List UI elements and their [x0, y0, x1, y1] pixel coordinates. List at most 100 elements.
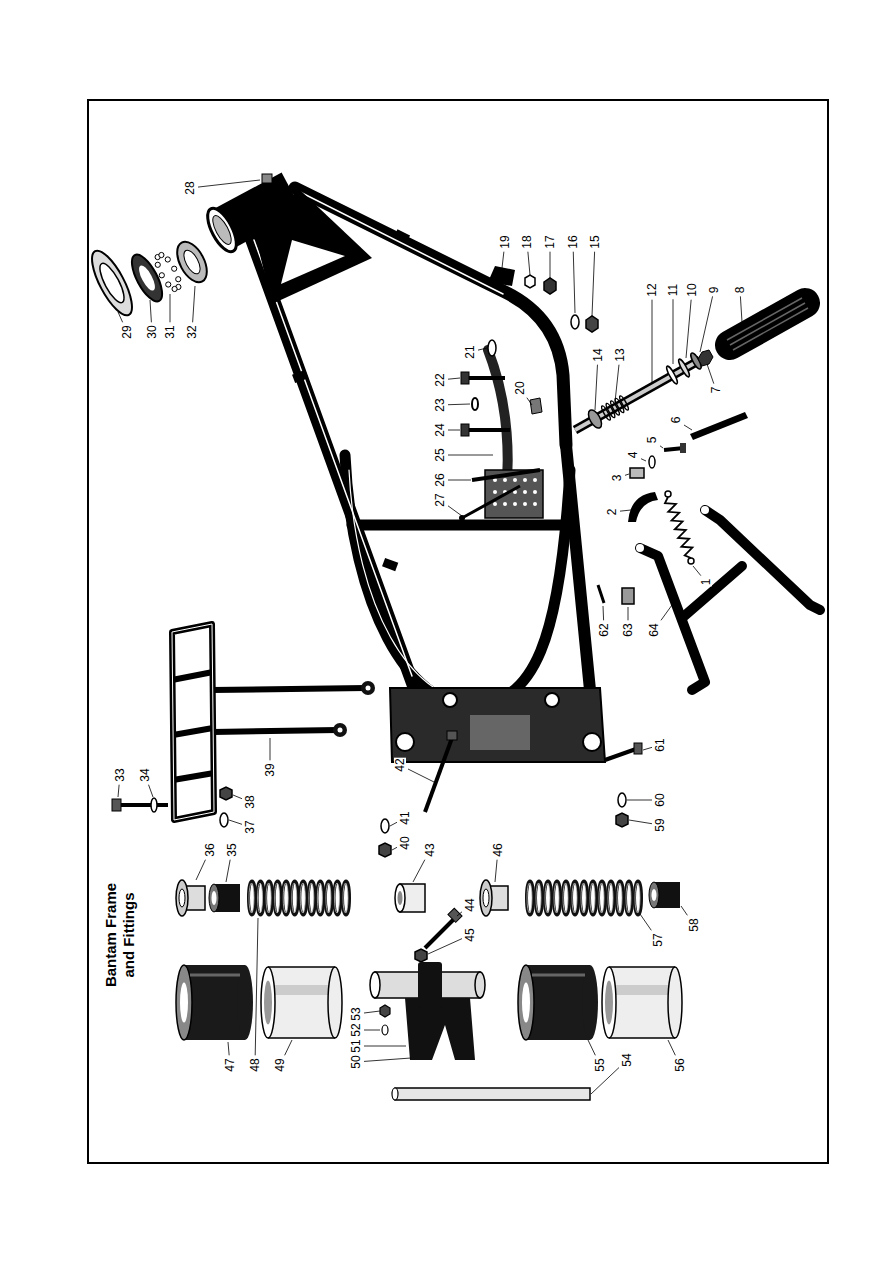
- carrier-part: [366, 686, 371, 691]
- callout-number: 46: [492, 842, 504, 857]
- engine-plates-part: [379, 843, 391, 857]
- suspension-parts-part: [483, 889, 489, 907]
- callout-number: 35: [226, 842, 238, 857]
- leader-line: [428, 939, 462, 954]
- suspension-parts-part-part: [581, 883, 586, 913]
- steering-bearings-part: [85, 246, 140, 321]
- callout-number: 10: [686, 282, 698, 297]
- leader-line: [413, 860, 425, 882]
- leader-line: [118, 312, 123, 322]
- leader-line: [193, 286, 195, 322]
- callout-number: 30: [146, 324, 158, 339]
- carrier-part: [220, 813, 228, 827]
- suspension-parts-part-part: [626, 883, 631, 913]
- footrest-part: [665, 365, 679, 385]
- callout-number: 36: [204, 842, 216, 857]
- engine-plates-part-part: [443, 693, 457, 707]
- leader-line: [448, 378, 460, 379]
- suspension-parts-part: [180, 983, 188, 1023]
- footrest-part: [575, 360, 700, 430]
- callout-number: 5: [646, 436, 658, 445]
- callout-number: 57: [652, 932, 664, 947]
- frame-gusset-part: [382, 558, 398, 571]
- suspension-parts-part: [395, 1088, 590, 1100]
- stand-fittings-part: [701, 506, 709, 514]
- engine-plates: [379, 688, 642, 857]
- suspension-parts-part: [609, 967, 675, 1038]
- callout-number: 63: [622, 622, 634, 637]
- callout-number: 6: [670, 416, 682, 425]
- callout-number: 56: [674, 1057, 686, 1072]
- callout-number: 26: [434, 472, 446, 487]
- leader-line: [660, 446, 663, 448]
- stand-fittings-part-part: [688, 558, 694, 564]
- callout-number: 48: [249, 1057, 261, 1072]
- suspension-parts-part-part: [572, 883, 577, 913]
- footrest-part: [698, 350, 713, 366]
- callout-number: 25: [434, 447, 446, 462]
- leader-line: [673, 299, 674, 364]
- leader-line: [170, 294, 171, 322]
- suspension-parts-part-part: [309, 883, 314, 913]
- bracket-fittings-part: [466, 428, 510, 432]
- suspension-parts-part-part: [266, 881, 273, 915]
- leader-line: [364, 1046, 406, 1047]
- callout-number: 40: [399, 835, 411, 850]
- callout-number: 16: [567, 234, 579, 249]
- callout-number: 13: [614, 347, 626, 362]
- engine-plates-part: [470, 715, 530, 750]
- stand-fittings-part-part: [705, 510, 820, 610]
- callout-number: 1: [700, 578, 712, 587]
- leader-line: [478, 348, 487, 350]
- callout-number: 54: [621, 1052, 633, 1067]
- suspension-parts-part-part: [249, 883, 254, 913]
- carrier-part-part: [172, 624, 214, 820]
- engine-plates-part: [390, 688, 605, 762]
- callout-number: 20: [514, 380, 526, 395]
- stand-fittings-part: [680, 443, 686, 453]
- suspension-parts-part-part: [308, 881, 315, 915]
- suspension-parts-part-part: [545, 883, 550, 913]
- leader-line: [118, 785, 119, 797]
- callout-number: 24: [434, 422, 446, 437]
- steering-bearings-part: [181, 248, 204, 277]
- leader-line: [693, 566, 701, 576]
- stand-fittings-part: [622, 588, 634, 604]
- callout-number: 64: [648, 622, 660, 637]
- engine-plates-part: [381, 819, 389, 833]
- footrest-part: [733, 308, 808, 350]
- engine-plates-part: [447, 731, 457, 740]
- callout-number: 55: [594, 1057, 606, 1072]
- stand-fittings-part: [640, 510, 820, 690]
- leader-line: [448, 404, 470, 406]
- suspension-parts-part-part: [283, 881, 290, 915]
- suspension-parts-part-part: [291, 881, 298, 915]
- engine-plates-part: [425, 738, 452, 812]
- suspension-parts-part-part: [617, 883, 622, 913]
- suspension-parts-part-part: [572, 881, 579, 915]
- leader-line: [528, 252, 530, 275]
- stand-fittings-part-part: [682, 566, 742, 618]
- steering-bearings-part-part: [155, 262, 160, 267]
- stand-fittings-part-part: [665, 497, 692, 558]
- leader-line: [495, 860, 497, 882]
- suspension-parts-part-part: [599, 883, 604, 913]
- leader-line: [448, 430, 460, 431]
- steering-bearings-part: [171, 237, 213, 287]
- seat-lug-fittings-part: [544, 278, 556, 294]
- callout-number: 8: [734, 286, 746, 295]
- bracket-fittings-part-part: [493, 502, 497, 506]
- leader-line: [615, 365, 619, 402]
- carrier-part-part: [213, 730, 338, 732]
- suspension-parts-part-part: [249, 881, 256, 915]
- leader-line: [627, 800, 652, 801]
- bracket-fittings-part-part: [523, 502, 527, 506]
- footrest-part-part: [618, 395, 629, 411]
- suspension-parts-part-part: [317, 883, 322, 913]
- suspension-parts-part: [526, 965, 590, 1040]
- suspension-parts-part: [268, 967, 335, 1038]
- suspension-parts-part: [668, 967, 682, 1038]
- leader-line: [643, 747, 652, 750]
- suspension-parts-part: [249, 881, 642, 915]
